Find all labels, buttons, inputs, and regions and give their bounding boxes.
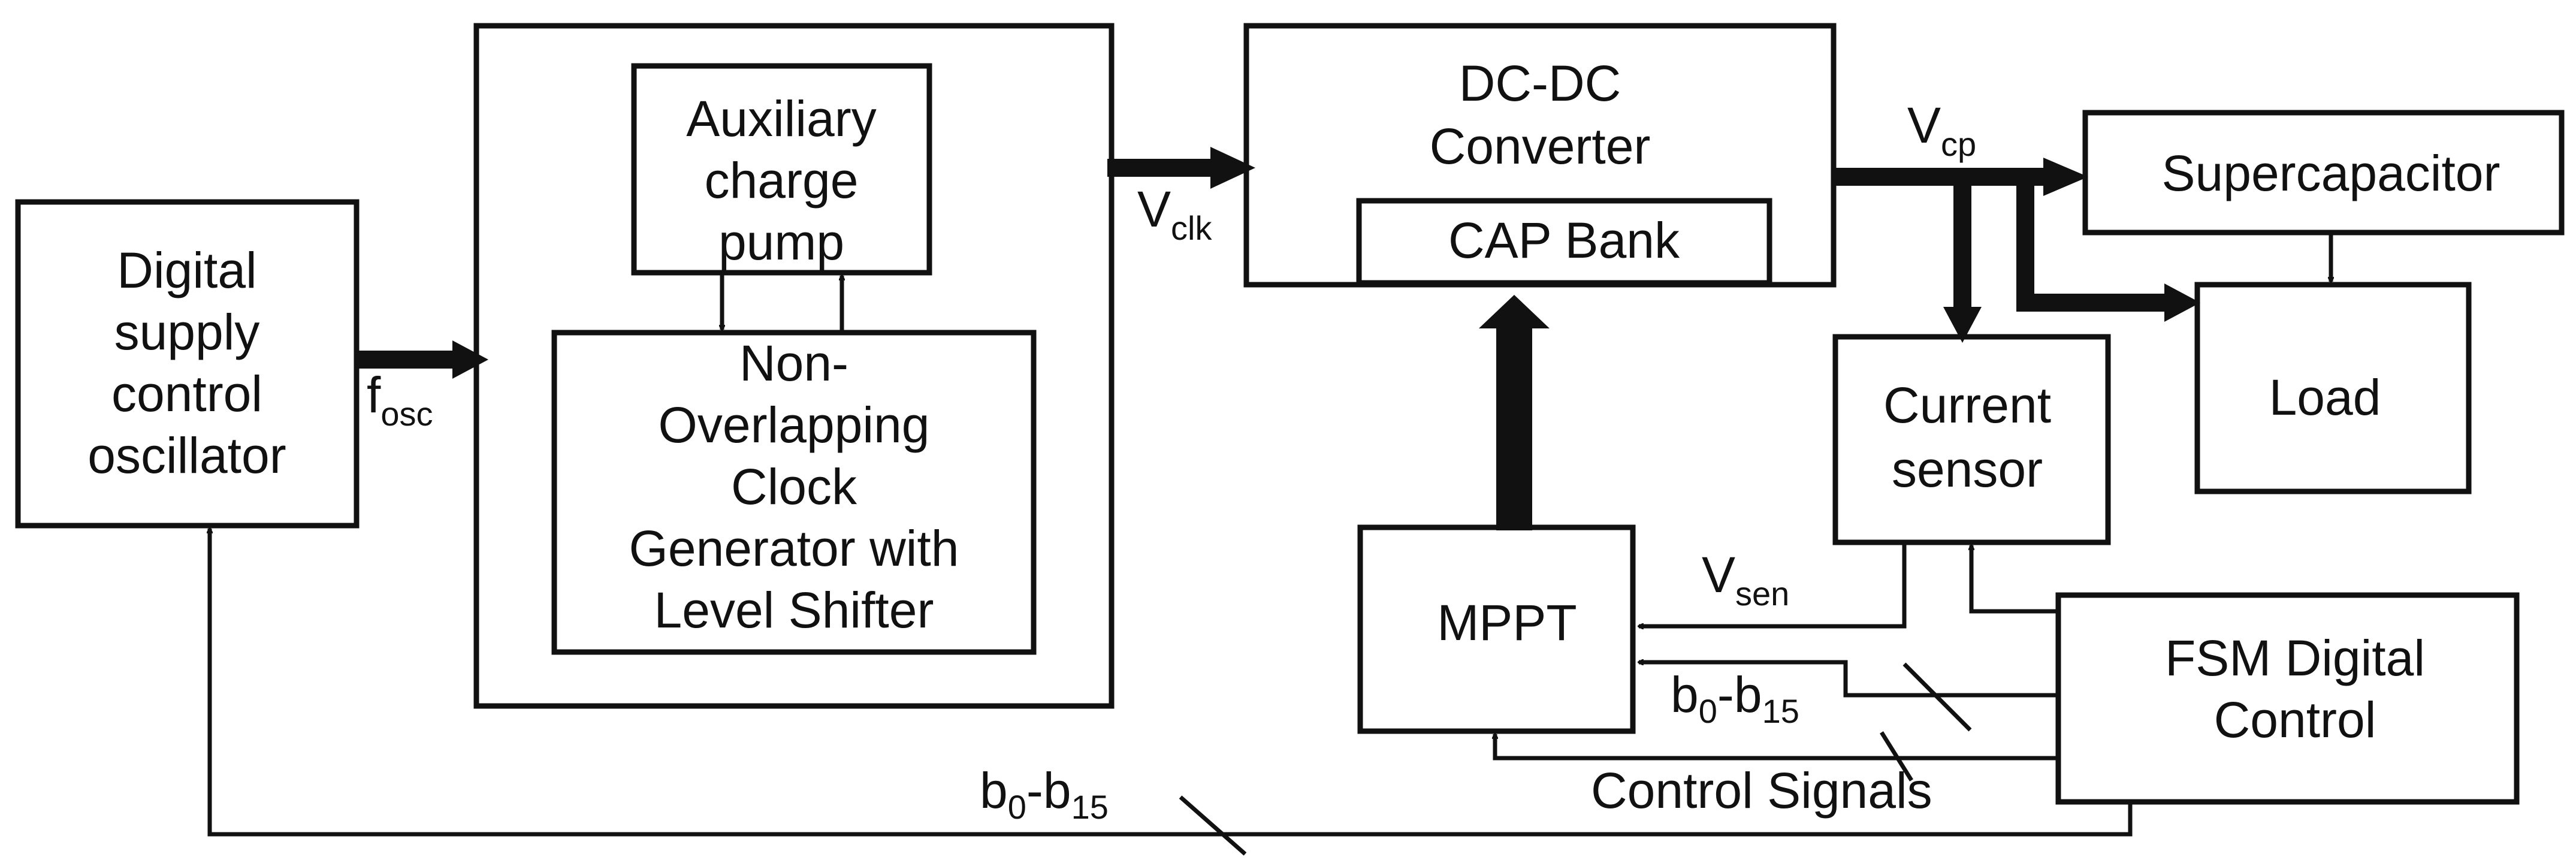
vcp-label: Vcp	[1907, 97, 1976, 163]
svg-text:Supercapacitor: Supercapacitor	[2162, 145, 2500, 201]
svg-text:supply: supply	[114, 304, 260, 360]
supercapacitor-block: Supercapacitor	[2082, 110, 2565, 236]
mppt-to-capbank-arrow	[1479, 295, 1550, 530]
svg-text:Digital: Digital	[117, 242, 256, 298]
svg-text:Clock: Clock	[731, 458, 857, 515]
vsen-arrow	[1639, 542, 1907, 626]
current-sensor-block: Current sensor	[1832, 334, 2111, 545]
vcp-arrow	[1834, 158, 2088, 196]
load-block: Load	[2194, 282, 2472, 494]
svg-text:Current: Current	[1883, 377, 2051, 433]
control-signals-arrow	[1495, 734, 2058, 761]
fosc-label: fosc	[367, 367, 433, 433]
svg-text:Auxiliary: Auxiliary	[686, 90, 876, 147]
svg-text:pump: pump	[718, 214, 844, 270]
vclk-arrow	[1107, 147, 1255, 189]
svg-text:Overlapping: Overlapping	[659, 397, 930, 453]
svg-text:sensor: sensor	[1892, 441, 2043, 497]
cap-bank-block: CAP Bank	[1356, 198, 1772, 286]
fsm-control-block: FSM Digital Control	[2055, 592, 2520, 805]
bus-osc-label: b0-b15	[980, 762, 1109, 826]
load-feed-arrow	[2016, 177, 2200, 322]
svg-text:MPPT: MPPT	[1437, 595, 1577, 651]
bus-slash-control	[1880, 731, 1913, 781]
sensor-feed-arrow	[1943, 177, 1982, 343]
aux-charge-pump-block: Auxiliary charge pump	[631, 63, 932, 276]
svg-text:Converter: Converter	[1430, 118, 1651, 174]
fosc-arrow	[357, 340, 488, 379]
bus-slash-mppt	[1902, 662, 1972, 732]
svg-text:control: control	[111, 366, 262, 422]
bus-fsm-to-oscillator	[210, 529, 2133, 837]
svg-text:Generator with: Generator with	[629, 520, 959, 577]
vsen-label: Vsen	[1702, 547, 1789, 612]
svg-text:charge: charge	[705, 152, 859, 209]
control-signals-label: Control Signals	[1591, 762, 1932, 819]
svg-text:Level Shifter: Level Shifter	[654, 582, 934, 638]
svg-text:CAP Bank: CAP Bank	[1448, 212, 1680, 268]
svg-text:Control: Control	[2214, 692, 2376, 748]
bus-slash-osc	[1179, 795, 1247, 856]
fsm-to-sensor-arrow	[1971, 545, 2058, 614]
svg-text:oscillator: oscillator	[87, 427, 286, 484]
svg-text:Load: Load	[2269, 369, 2381, 426]
svg-text:DC-DC: DC-DC	[1459, 55, 1621, 111]
svg-text:FSM Digital: FSM Digital	[2165, 630, 2425, 686]
svg-text:Non-: Non-	[739, 335, 848, 391]
vclk-label: Vclk	[1137, 181, 1212, 247]
bus-mppt-label: b0-b15	[1671, 666, 1799, 730]
clock-generator-block: Non- Overlapping Clock Generator with Le…	[551, 330, 1037, 655]
bus-fsm-to-mppt	[1639, 662, 2058, 698]
mppt-block: MPPT	[1357, 524, 1636, 734]
oscillator-block: Digital supply control oscillator	[15, 199, 360, 529]
